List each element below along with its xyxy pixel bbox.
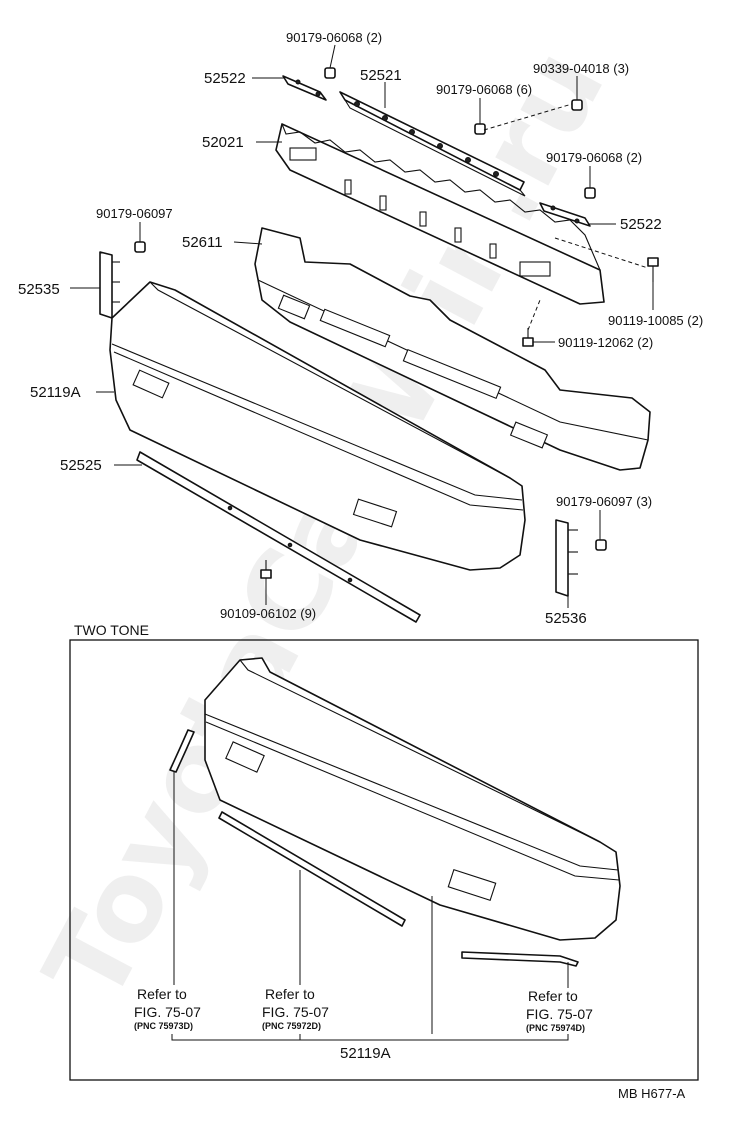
label-90179-06068-6: 90179-06068 (6) xyxy=(436,82,532,97)
molding-left xyxy=(169,729,195,773)
label-90119-10085: 90119-10085 (2) xyxy=(608,313,703,328)
clip-90179-06097-right xyxy=(595,539,607,551)
clip-90179-06068-top xyxy=(324,67,336,79)
refer-left-line1: Refer to xyxy=(137,986,187,1002)
molding-right xyxy=(461,951,579,967)
strip-52525 xyxy=(136,451,421,623)
refer-mid-line1: Refer to xyxy=(265,986,315,1002)
bracket-52522-left xyxy=(282,75,327,101)
label-90109-06102: 90109-06102 (9) xyxy=(220,606,316,621)
label-52535: 52535 xyxy=(18,281,60,298)
label-52522-left: 52522 xyxy=(204,70,246,87)
bumper-cover-two-tone xyxy=(204,657,621,941)
label-52522-right: 52522 xyxy=(620,216,662,233)
label-52119A-two-tone: 52119A xyxy=(340,1045,391,1062)
bracket-52522-right xyxy=(539,202,591,227)
refer-left-pnc: (PNC 75973D) xyxy=(134,1021,193,1031)
clip-90179-06068-6 xyxy=(474,123,486,135)
label-90179-06097-3: 90179-06097 (3) xyxy=(556,494,652,509)
label-52021: 52021 xyxy=(202,134,244,151)
retainer-52521 xyxy=(339,91,526,197)
label-52525: 52525 xyxy=(60,457,102,474)
molding-center xyxy=(218,811,406,927)
two-tone-title: TWO TONE xyxy=(74,622,149,638)
refer-right-line2: FIG. 75-07 xyxy=(526,1006,593,1022)
clip-90339-04018 xyxy=(571,99,583,111)
label-52119A: 52119A xyxy=(30,384,81,401)
reinforcement-52021 xyxy=(275,123,605,305)
refer-right-line1: Refer to xyxy=(528,988,578,1004)
refer-mid-line2: FIG. 75-07 xyxy=(262,1004,329,1020)
label-90339-04018: 90339-04018 (3) xyxy=(533,61,629,76)
refer-right-pnc: (PNC 75974D) xyxy=(526,1023,585,1033)
label-90179-06068-2-right: 90179-06068 (2) xyxy=(546,150,642,165)
bolt-90119-10085 xyxy=(647,257,659,282)
refer-mid-pnc: (PNC 75972D) xyxy=(262,1021,321,1031)
footer-code: MB H677-A xyxy=(618,1086,686,1101)
label-90179-06097: 90179-06097 xyxy=(96,206,173,221)
label-90119-12062: 90119-12062 (2) xyxy=(558,335,653,350)
clip-90179-06097-left xyxy=(134,241,146,253)
two-tone-frame xyxy=(69,639,699,1081)
label-52521: 52521 xyxy=(360,67,402,84)
label-52611: 52611 xyxy=(182,234,223,251)
refer-left-line2: FIG. 75-07 xyxy=(134,1004,201,1020)
retainer-52535 xyxy=(99,251,120,319)
label-90179-06068-2-top: 90179-06068 (2) xyxy=(286,30,382,45)
bolt-90119-12062 xyxy=(522,328,534,347)
retainer-52536 xyxy=(555,519,578,597)
absorber-52611 xyxy=(254,227,651,471)
label-52536: 52536 xyxy=(545,610,587,627)
clip-90179-06068-right xyxy=(584,187,596,199)
bumper-cover-52119A xyxy=(109,281,526,571)
